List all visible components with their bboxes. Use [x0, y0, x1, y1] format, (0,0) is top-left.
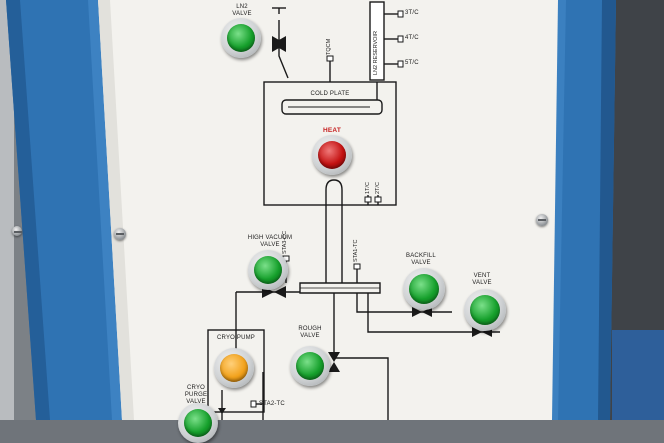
panel-screw — [536, 214, 548, 226]
panel-background — [0, 0, 664, 420]
heat-button[interactable] — [312, 135, 352, 175]
ln2-reservoir — [369, 1, 385, 81]
green-lens — [227, 24, 255, 52]
backfill-valve-button[interactable] — [403, 268, 445, 310]
sta1-tc-label: STA1-TC — [353, 239, 359, 262]
backfill-valve-label: BACKFILL VALVE — [406, 253, 436, 266]
green-lens — [409, 274, 439, 304]
tc2-label: 2T/C — [375, 182, 381, 194]
cryo-pump-label: CRYO PUMP — [216, 335, 256, 341]
amber-lens — [220, 354, 248, 382]
cryo-pump-button[interactable] — [214, 348, 254, 388]
high-vacuum-valve-button[interactable] — [248, 250, 288, 290]
heat-label: HEAT — [322, 127, 341, 134]
panel-screw — [12, 226, 22, 236]
tc3-label: 3T/C — [405, 10, 419, 16]
ln2-valve-button[interactable] — [221, 18, 261, 58]
cold-plate-label: COLD PLATE — [310, 91, 350, 97]
rough-valve-button[interactable] — [290, 346, 330, 386]
ln2-valve-label: LN2 VALVE — [232, 4, 252, 17]
cryo-purge-valve-button[interactable] — [178, 403, 218, 443]
vent-valve-button[interactable] — [464, 289, 506, 331]
sta2-tc-label: STA2-TC — [259, 401, 285, 407]
vent-valve-label: VENT VALVE — [472, 273, 492, 286]
white-panel — [98, 0, 558, 420]
panel-screw — [114, 228, 126, 240]
green-lens — [296, 352, 324, 380]
tqcm-label: TQCM — [326, 38, 332, 55]
green-lens — [470, 295, 500, 325]
ln2-reservoir-label: LN2 RESERVOIR — [373, 31, 379, 75]
tc5-label: 5T/C — [405, 60, 419, 66]
rough-valve-label: ROUGH VALVE — [298, 326, 322, 339]
cryo-purge-valve-label: CRYO PURGE VALVE — [184, 385, 208, 405]
red-lens — [318, 141, 346, 169]
green-lens — [254, 256, 282, 284]
sta3-cc-label: STA3-CC — [282, 230, 288, 254]
tc4-label: 4T/C — [405, 35, 419, 41]
green-lens — [184, 409, 212, 437]
high-vacuum-valve-label: HIGH VACUUM VALVE — [247, 235, 293, 248]
tc1-label: 1T/C — [365, 182, 371, 194]
